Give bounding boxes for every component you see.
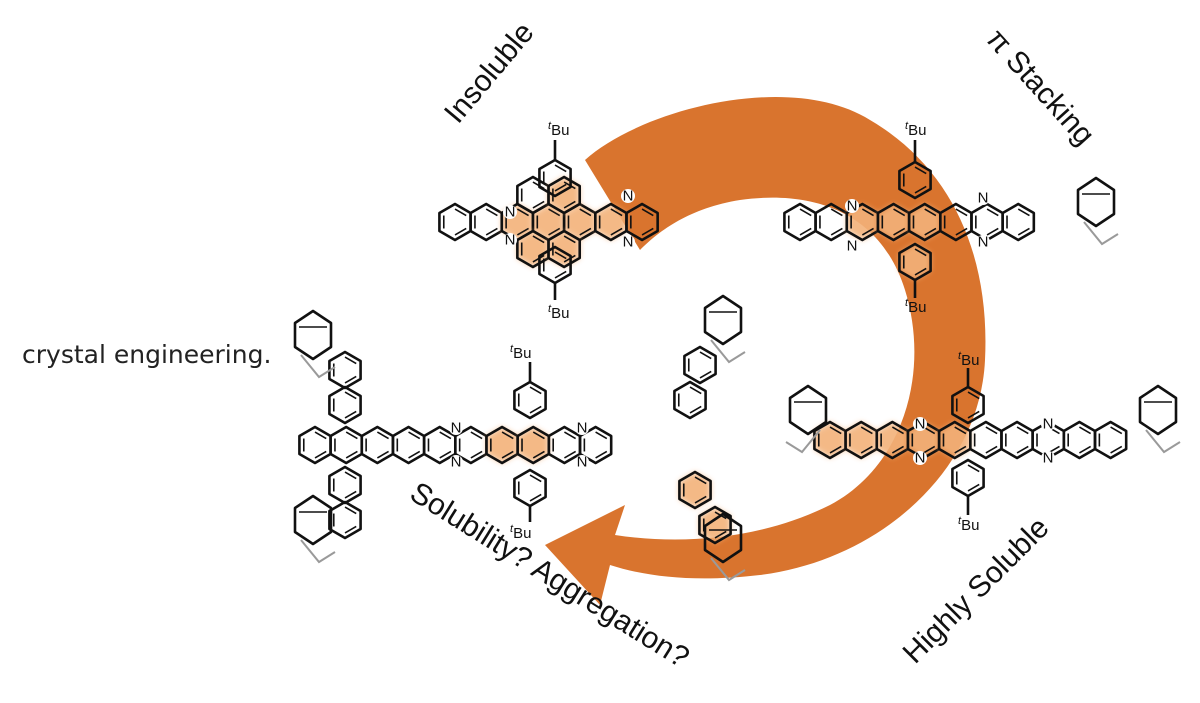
nitrogen-atom-label: N — [978, 190, 989, 207]
cyclic-arrow — [545, 97, 986, 606]
nitrogen-atom-label: N — [847, 238, 858, 255]
tert-butyl-label: tBu — [510, 523, 531, 542]
caption-text: crystal engineering. — [22, 340, 272, 369]
nitrogen-atom-label: N — [1043, 416, 1054, 433]
label-highly-soluble: Highly Soluble — [897, 511, 1056, 670]
tert-butyl-label: tBu — [905, 297, 926, 316]
nitrogen-atom-label: N — [847, 198, 858, 215]
nitrogen-atom-label: N — [623, 188, 634, 205]
tert-butyl-label: tBu — [958, 515, 979, 534]
tert-butyl-label: tBu — [548, 303, 569, 322]
nitrogen-atom-label: N — [1043, 450, 1054, 467]
nitrogen-atom-label: N — [451, 454, 462, 471]
nitrogen-atom-label: N — [505, 232, 516, 249]
tert-butyl-label: tBu — [510, 343, 531, 362]
nitrogen-atom-label: N — [577, 420, 588, 437]
nitrogen-atom-label: N — [505, 204, 516, 221]
nitrogen-atom-label: N — [623, 234, 634, 251]
label-insoluble: Insoluble — [438, 16, 540, 129]
tert-butyl-label: tBu — [958, 350, 979, 369]
label-pi-stacking: π Stacking — [980, 23, 1101, 152]
nitrogen-atom-label: N — [451, 420, 462, 437]
nitrogen-atom-label: N — [915, 450, 926, 467]
nitrogen-atom-label: N — [577, 454, 588, 471]
label-solubility-aggregation: Solubility? Aggregation? — [404, 476, 694, 675]
nitrogen-atom-label: N — [978, 234, 989, 251]
tert-butyl-label: tBu — [548, 120, 569, 139]
tert-butyl-label: tBu — [905, 120, 926, 139]
nitrogen-atom-label: N — [915, 416, 926, 433]
